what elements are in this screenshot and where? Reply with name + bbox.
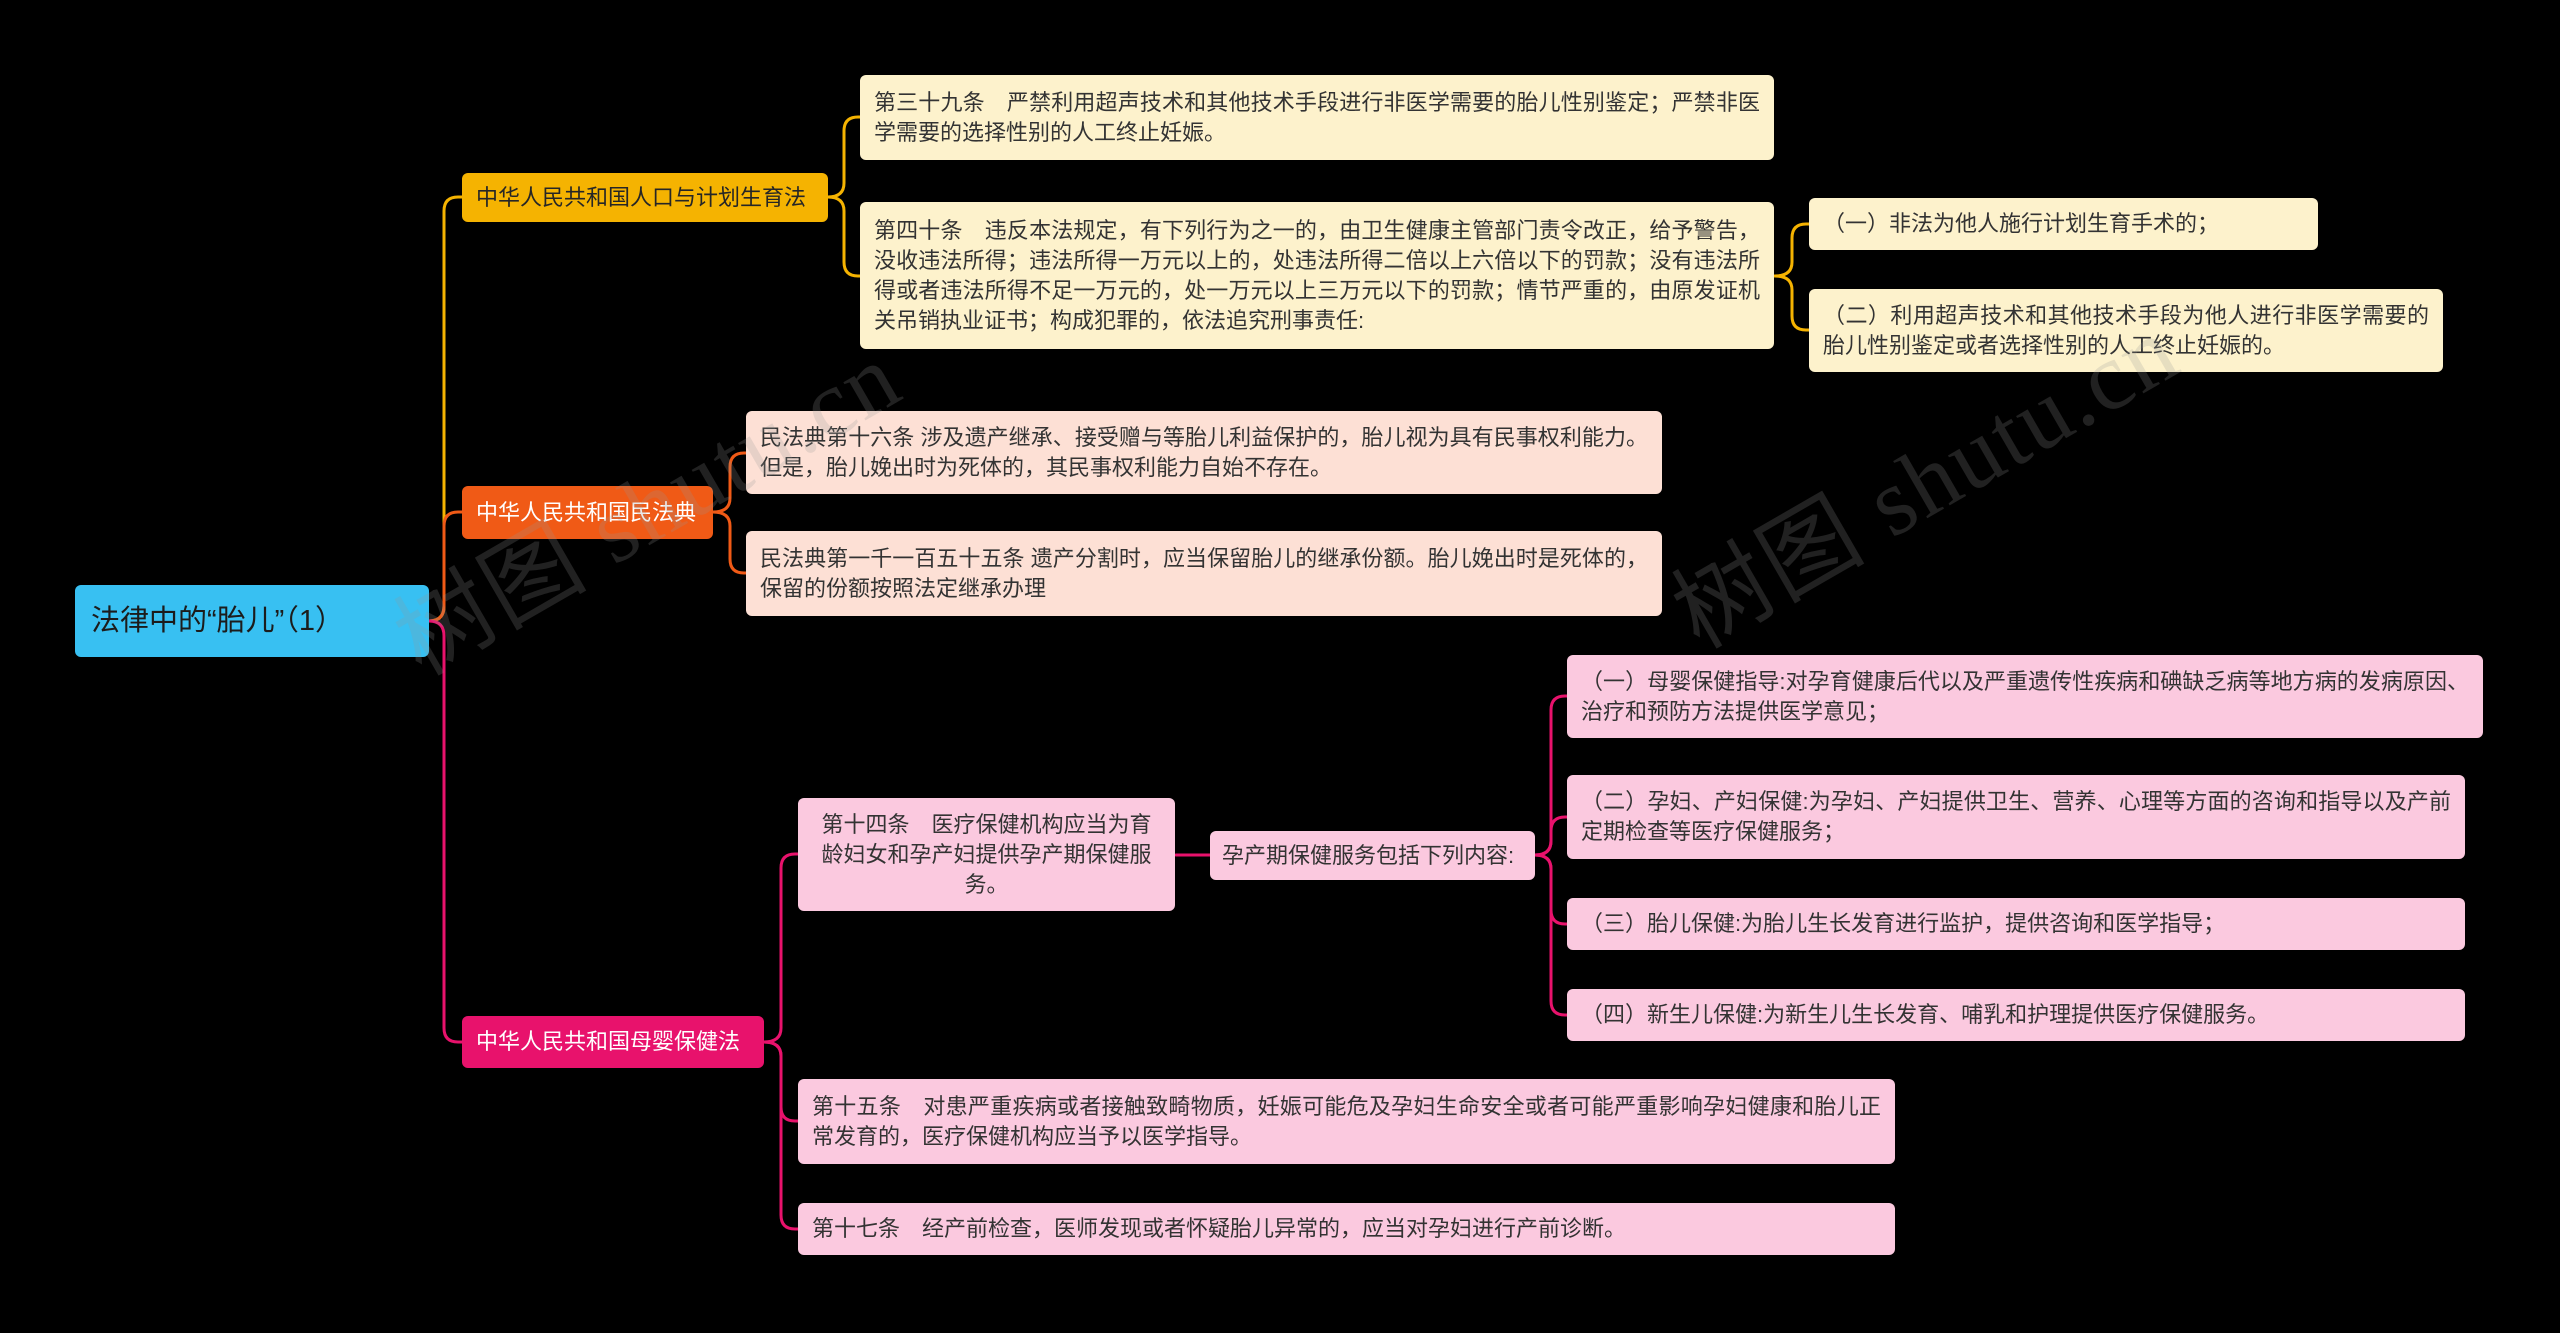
connector-article-40-to-item-1 xyxy=(1773,222,1811,278)
connector-root-to-civil-code xyxy=(427,510,464,623)
topic-civil-code-article-1155[interactable]: 民法典第一千一百五十五条 遗产分割时，应当保留胎儿的继承份额。胎儿娩出时是死体的… xyxy=(746,531,1662,616)
topic-service-item-2[interactable]: （二）孕妇、产妇保健:为孕妇、产妇提供卫生、营养、心理等方面的咨询和指导以及产前… xyxy=(1567,775,2465,859)
connector-root-to-maternal-law xyxy=(427,619,464,1044)
topic-article-40-item-2[interactable]: （二）利用超声技术和其他技术手段为他人进行非医学需要的胎儿性别鉴定或者选择性别的… xyxy=(1809,289,2443,372)
branch-civil-code[interactable]: 中华人民共和国民法典 xyxy=(462,486,713,539)
topic-article-40-item-1[interactable]: （一）非法为他人施行计划生育手术的； xyxy=(1809,198,2318,250)
topic-civil-code-article-16[interactable]: 民法典第十六条 涉及遗产继承、接受赠与等胎儿利益保护的，胎儿视为具有民事权利能力… xyxy=(746,411,1662,494)
branch-maternal-infant-health-law[interactable]: 中华人民共和国母婴保健法 xyxy=(462,1016,764,1068)
topic-article-17[interactable]: 第十七条 经产前检查，医师发现或者怀疑胎儿异常的，应当对孕妇进行产前诊断。 xyxy=(798,1203,1895,1255)
topic-article-15[interactable]: 第十五条 对患严重疾病或者接触致畸物质，妊娠可能危及孕妇生命安全或者可能严重影响… xyxy=(798,1079,1895,1164)
topic-service-item-1[interactable]: （一）母婴保健指导:对孕育健康后代以及严重遗传性疾病和碘缺乏病等地方病的发病原因… xyxy=(1567,655,2483,738)
connector-civil-code-to-article-16 xyxy=(711,451,748,514)
connector-civil-code-to-article-1155 xyxy=(711,510,748,575)
topic-service-item-3[interactable]: （三）胎儿保健:为胎儿生长发育进行监护，提供咨询和医学指导； xyxy=(1567,898,2465,950)
connector-maternal-law-to-article-14 xyxy=(762,852,800,1044)
topic-article-14[interactable]: 第十四条 医疗保健机构应当为育龄妇女和孕产妇提供孕产期保健服务。 xyxy=(798,798,1175,911)
topic-service-item-4[interactable]: （四）新生儿保健:为新生儿生长发育、哺乳和护理提供医疗保健服务。 xyxy=(1567,989,2465,1041)
connector-services-to-item-2 xyxy=(1533,815,1569,857)
topic-prenatal-services[interactable]: 孕产期保健服务包括下列内容: xyxy=(1210,831,1535,880)
topic-article-39[interactable]: 第三十九条 严禁利用超声技术和其他技术手段进行非医学需要的胎儿性别鉴定；严禁非医… xyxy=(860,75,1774,160)
connector-population-law-to-article-39 xyxy=(826,115,862,199)
connector-maternal-law-to-article-17 xyxy=(762,1040,800,1231)
topic-article-40[interactable]: 第四十条 违反本法规定，有下列行为之一的，由卫生健康主管部门责令改正，给予警告，… xyxy=(860,202,1774,349)
connector-services-to-item-4 xyxy=(1533,853,1569,1017)
branch-population-law[interactable]: 中华人民共和国人口与计划生育法 xyxy=(462,173,828,222)
root-topic[interactable]: 法律中的“胎儿”（1） xyxy=(75,585,429,657)
connector-article-40-to-item-2 xyxy=(1773,274,1811,332)
connector-population-law-to-article-40 xyxy=(826,195,862,278)
